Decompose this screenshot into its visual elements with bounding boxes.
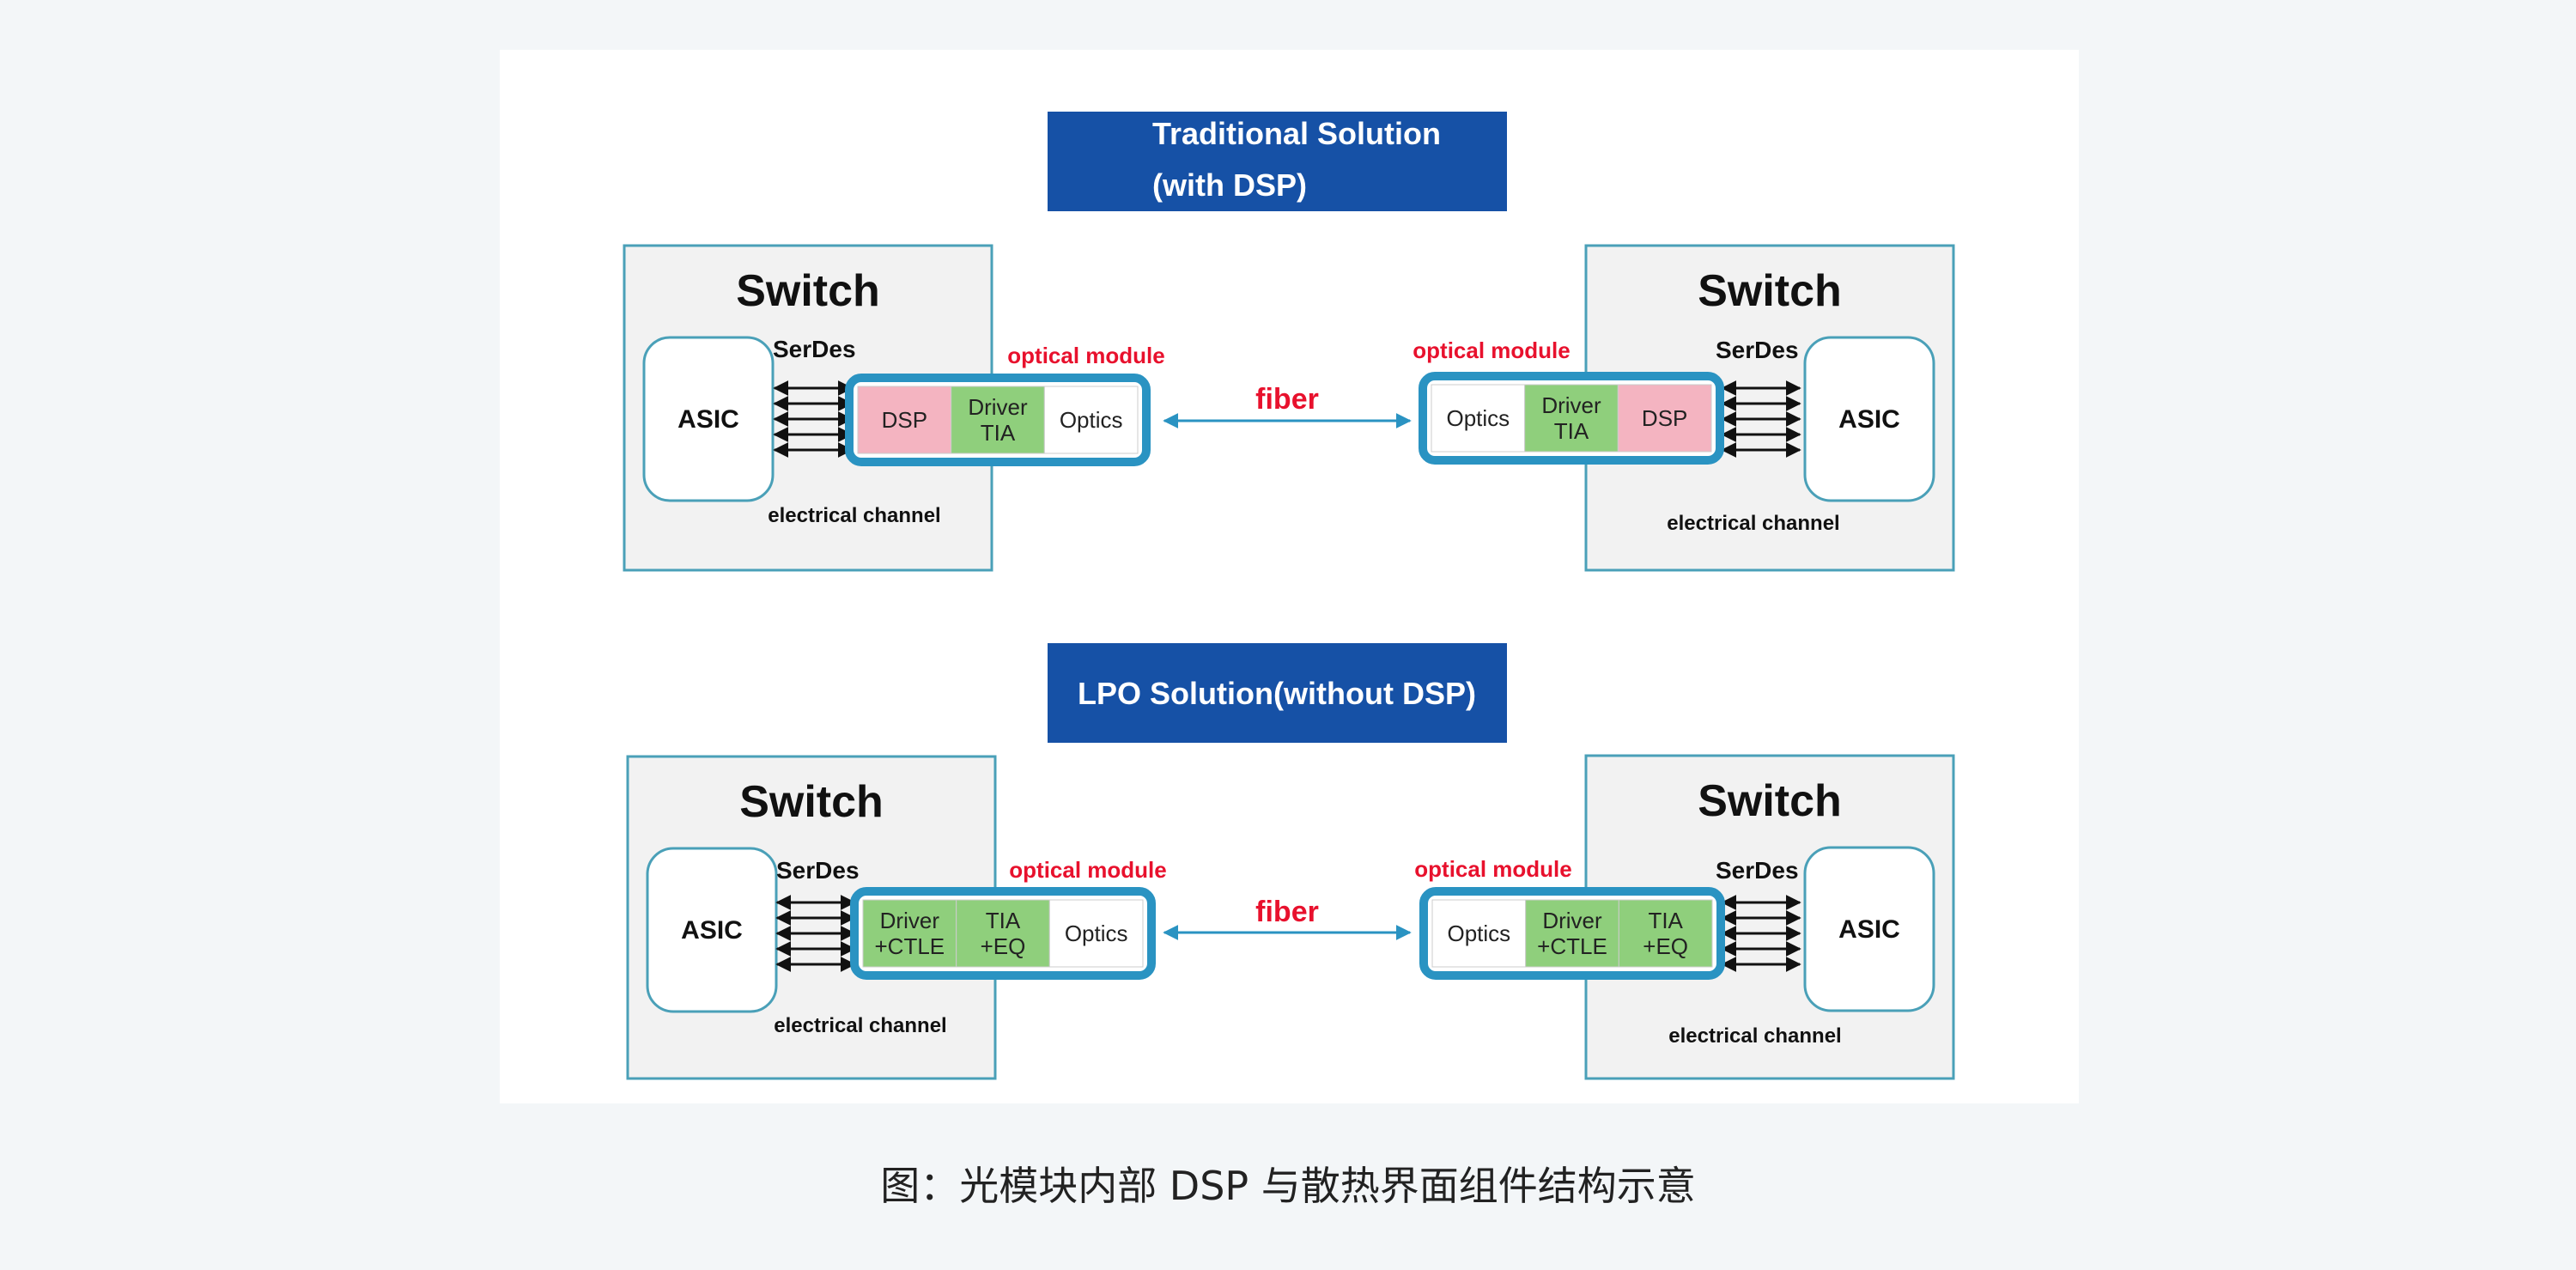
module-cell-trad-left-1 (951, 386, 1045, 454)
serdes-label-trad-right: SerDes (1716, 337, 1799, 363)
module-cell-lpo-right-0 (1431, 899, 1527, 968)
module-cell-lpo-left-0 (862, 899, 957, 968)
module-cell-label-lpo-left-2: Optics (1065, 921, 1128, 946)
switch-label-lpo-left: Switch (739, 777, 884, 827)
module-cell-label-trad-left-2: Optics (1060, 407, 1123, 433)
module-cell-lpo-left-2 (1048, 899, 1144, 968)
module-cell-trad-right-2 (1617, 384, 1712, 453)
diagram-panel: Traditional Solution (with DSP) LPO Soluti… (500, 50, 2079, 1103)
channel-label-lpo-left: electrical channel (774, 1014, 946, 1037)
asic-box-trad-left (642, 336, 775, 502)
optical-module-label-trad-left: optical module (1007, 343, 1164, 368)
title-traditional-line2: (with DSP) (1152, 167, 1307, 203)
switch-label-trad-left: Switch (736, 266, 880, 316)
optical-module-label-trad-right: optical module (1413, 337, 1570, 363)
serdes-label-lpo-left: SerDes (776, 857, 860, 884)
module-cell-label-lpo-left-1: TIA+EQ (981, 908, 1026, 959)
asic-label-lpo-right: ASIC (1838, 915, 1900, 944)
module-cell-trad-left-2 (1043, 386, 1139, 454)
asic-label-lpo-left: ASIC (681, 916, 743, 945)
module-cell-lpo-left-1 (956, 899, 1050, 968)
channel-label-trad-right: electrical channel (1667, 512, 1839, 535)
asic-label-trad-right: ASIC (1838, 405, 1900, 434)
figure-caption: 图：光模块内部 DSP 与散热界面组件结构示意 (880, 1163, 1696, 1209)
module-cell-trad-left-0 (857, 386, 952, 454)
title-lpo-box (1048, 643, 1507, 743)
title-traditional-box (1048, 112, 1507, 211)
module-cell-label-trad-right-2: DSP (1642, 405, 1687, 431)
module-cell-trad-right-0 (1431, 384, 1526, 453)
asic-box-trad-right (1803, 336, 1935, 502)
optical-module-label-lpo-left: optical module (1009, 857, 1166, 883)
module-cell-label-lpo-right-2: TIA+EQ (1643, 908, 1688, 959)
asic-box-lpo-right (1803, 846, 1935, 1012)
title-traditional-line1: Traditional Solution (1152, 116, 1441, 151)
title-lpo: LPO Solution(without DSP) (1078, 676, 1476, 711)
fiber-label-trad: fiber (1255, 383, 1319, 416)
serdes-label-lpo-right: SerDes (1716, 857, 1799, 884)
channel-label-trad-left: electrical channel (768, 504, 940, 527)
module-cell-label-trad-left-0: DSP (882, 407, 927, 433)
module-cell-label-lpo-right-0: Optics (1447, 921, 1510, 946)
module-cell-label-lpo-right-1: Driver+CTLE (1537, 908, 1607, 959)
serdes-label-trad-left: SerDes (773, 336, 856, 362)
asic-label-trad-left: ASIC (677, 405, 739, 434)
module-cell-lpo-right-1 (1525, 899, 1619, 968)
fiber-label-lpo: fiber (1255, 896, 1319, 928)
module-cell-label-lpo-left-0: Driver+CTLE (875, 908, 945, 959)
switch-label-trad-right: Switch (1698, 266, 1842, 316)
optical-module-label-lpo-right: optical module (1414, 856, 1571, 882)
lpo-vs-dsp-diagram: Traditional Solution (with DSP) LPO Soluti… (623, 112, 1955, 1080)
channel-label-lpo-right: electrical channel (1668, 1024, 1841, 1048)
module-cell-trad-right-1 (1524, 384, 1619, 453)
switch-label-lpo-right: Switch (1698, 776, 1842, 826)
module-cell-lpo-right-2 (1618, 899, 1713, 968)
module-cell-label-trad-right-0: Optics (1446, 405, 1510, 431)
